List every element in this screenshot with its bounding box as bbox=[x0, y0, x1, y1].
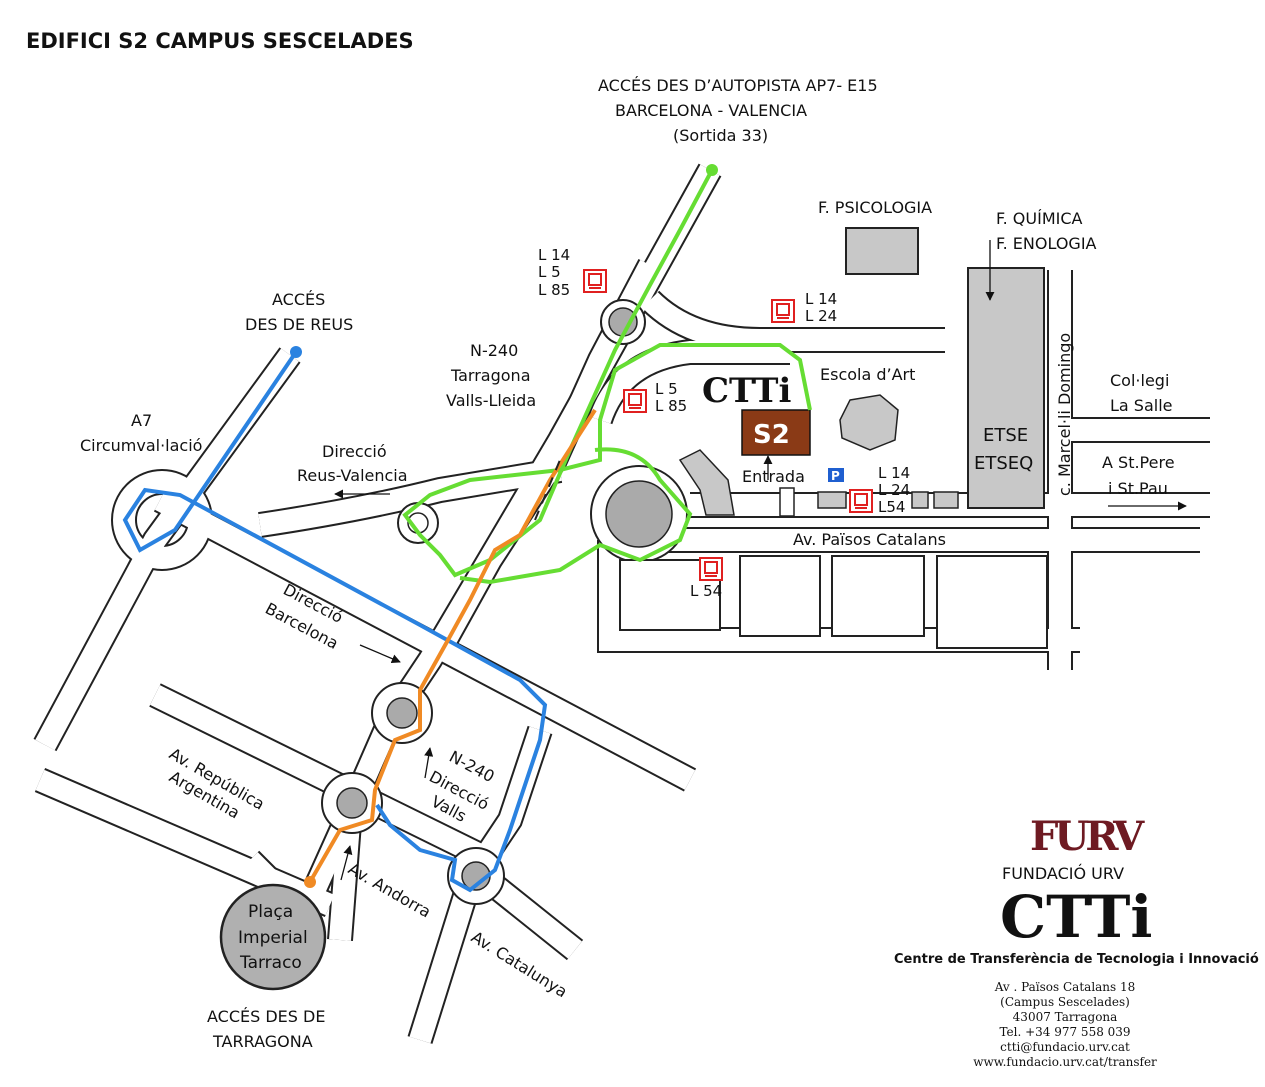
svg-text:TARRAGONA: TARRAGONA bbox=[212, 1032, 313, 1051]
page-title: EDIFICI S2 CAMPUS SESCELADES bbox=[26, 29, 414, 53]
svg-text:A St.Pere: A St.Pere bbox=[1102, 453, 1175, 472]
escola-art-building bbox=[839, 394, 899, 451]
furv-mark: FURV bbox=[1030, 813, 1145, 860]
svg-text:Av . Països Catalans 18: Av . Països Catalans 18 bbox=[994, 980, 1136, 994]
routes bbox=[122, 164, 812, 893]
bus-stop-icon bbox=[623, 389, 647, 413]
etse-building bbox=[967, 267, 1045, 509]
parking-icon bbox=[828, 468, 844, 482]
svg-text:Tarraco: Tarraco bbox=[239, 953, 302, 973]
bus-stops bbox=[583, 269, 873, 581]
svg-text:DES DE REUS: DES DE REUS bbox=[245, 315, 353, 334]
svg-text:L 14: L 14 bbox=[878, 464, 910, 482]
arrow-icon bbox=[340, 845, 353, 881]
route-end-dot-icon bbox=[290, 346, 302, 358]
svg-text:A7: A7 bbox=[131, 411, 152, 430]
svg-text:L 14: L 14 bbox=[805, 290, 837, 308]
svg-text:L 85: L 85 bbox=[538, 281, 570, 299]
orange-route bbox=[308, 408, 597, 883]
svg-text:S2: S2 bbox=[753, 420, 790, 450]
svg-text:BARCELONA - VALENCIA: BARCELONA - VALENCIA bbox=[615, 101, 807, 120]
bus-stop-icon bbox=[849, 489, 873, 513]
map-labels: EDIFICI S2 CAMPUS SESCELADES ACCÉS DES D… bbox=[26, 29, 1175, 1051]
svg-text:Tel. +34 977 558 039: Tel. +34 977 558 039 bbox=[999, 1025, 1130, 1039]
svg-text:c. Marcel·li Domingo: c. Marcel·li Domingo bbox=[1055, 333, 1074, 496]
svg-text:Av. Andorra: Av. Andorra bbox=[345, 859, 434, 922]
svg-text:F. QUÍMICA: F. QUÍMICA bbox=[996, 209, 1083, 228]
svg-text:Imperial: Imperial bbox=[238, 928, 308, 948]
s2-building bbox=[741, 409, 811, 456]
svg-text:ACCÉS: ACCÉS bbox=[272, 290, 325, 309]
svg-text:F. ENOLOGIA: F. ENOLOGIA bbox=[996, 234, 1097, 253]
contact-info: Av . Països Catalans 18 (Campus Sescelad… bbox=[973, 980, 1157, 1069]
svg-text:ACCÉS DES D’AUTOPISTA AP7- E1: ACCÉS DES D’AUTOPISTA AP7- E15 bbox=[598, 76, 878, 95]
svg-text:Direcció: Direcció bbox=[322, 442, 387, 461]
svg-text:L 85: L 85 bbox=[655, 397, 687, 415]
svg-text:Centre de Transferència de Tec: Centre de Transferència de Tecnologia i … bbox=[894, 952, 1259, 967]
svg-text:FUNDACIÓ URV: FUNDACIÓ URV bbox=[1002, 864, 1124, 883]
svg-text:L 5: L 5 bbox=[538, 263, 561, 281]
bus-stop-icon bbox=[771, 299, 795, 323]
blue-route bbox=[122, 350, 548, 893]
svg-text:ctti@fundacio.urv.cat: ctti@fundacio.urv.cat bbox=[1000, 1040, 1130, 1054]
svg-text:Plaça: Plaça bbox=[248, 902, 293, 922]
svg-text:Tarragona: Tarragona bbox=[450, 366, 531, 385]
svg-text:Valls-Lleida: Valls-Lleida bbox=[446, 391, 536, 410]
buildings bbox=[619, 227, 1048, 649]
svg-text:Circumval·lació: Circumval·lació bbox=[80, 436, 202, 455]
bus-stop-icon bbox=[583, 269, 607, 293]
svg-text:L 24: L 24 bbox=[878, 481, 910, 499]
svg-text:La Salle: La Salle bbox=[1110, 396, 1173, 415]
direction-arrows bbox=[334, 240, 1187, 881]
svg-text:L 14: L 14 bbox=[538, 246, 570, 264]
svg-text:L 24: L 24 bbox=[805, 307, 837, 325]
svg-text:ETSEQ: ETSEQ bbox=[974, 453, 1033, 474]
svg-text:www.fundacio.urv.cat/transfer: www.fundacio.urv.cat/transfer bbox=[973, 1055, 1157, 1069]
svg-text:L54: L54 bbox=[878, 498, 905, 516]
psicologia-building bbox=[845, 227, 919, 275]
svg-text:Col·legi: Col·legi bbox=[1110, 371, 1169, 390]
svg-text:(Sortida 33): (Sortida 33) bbox=[673, 126, 768, 145]
svg-text:ETSE: ETSE bbox=[983, 425, 1028, 446]
arrow-icon bbox=[424, 747, 434, 779]
svg-text:F. PSICOLOGIA: F. PSICOLOGIA bbox=[818, 198, 932, 217]
svg-text:(Campus Sescelades): (Campus Sescelades) bbox=[1000, 995, 1130, 1009]
placa-imperial-tarraco-circle bbox=[219, 883, 327, 991]
green-route bbox=[402, 169, 812, 578]
svg-text:Escola d’Art: Escola d’Art bbox=[820, 365, 915, 384]
svg-text:43007 Tarragona: 43007 Tarragona bbox=[1013, 1010, 1118, 1024]
svg-text:L 54: L 54 bbox=[690, 582, 722, 600]
svg-text:i St.Pau: i St.Pau bbox=[1108, 479, 1168, 498]
svg-text:Reus-Valencia: Reus-Valencia bbox=[297, 466, 408, 485]
svg-text:L 5: L 5 bbox=[655, 380, 678, 398]
svg-text:CTTi: CTTi bbox=[702, 371, 791, 411]
svg-text:CTTi: CTTi bbox=[1000, 883, 1152, 951]
svg-text:Entrada: Entrada bbox=[742, 467, 805, 486]
route-end-dot-icon bbox=[304, 876, 316, 888]
route-end-dot-icon bbox=[706, 164, 718, 176]
furv-logo: FURV FUNDACIÓ URV CTTi Centre de Transfe… bbox=[894, 813, 1259, 967]
arrow-icon bbox=[359, 644, 401, 663]
svg-text:P: P bbox=[831, 469, 840, 483]
svg-text:Av. Països Catalans: Av. Països Catalans bbox=[793, 530, 946, 549]
svg-text:N-240: N-240 bbox=[470, 341, 518, 360]
svg-text:ACCÉS DES DE: ACCÉS DES DE bbox=[207, 1007, 325, 1026]
bus-stop-icon bbox=[699, 557, 723, 581]
